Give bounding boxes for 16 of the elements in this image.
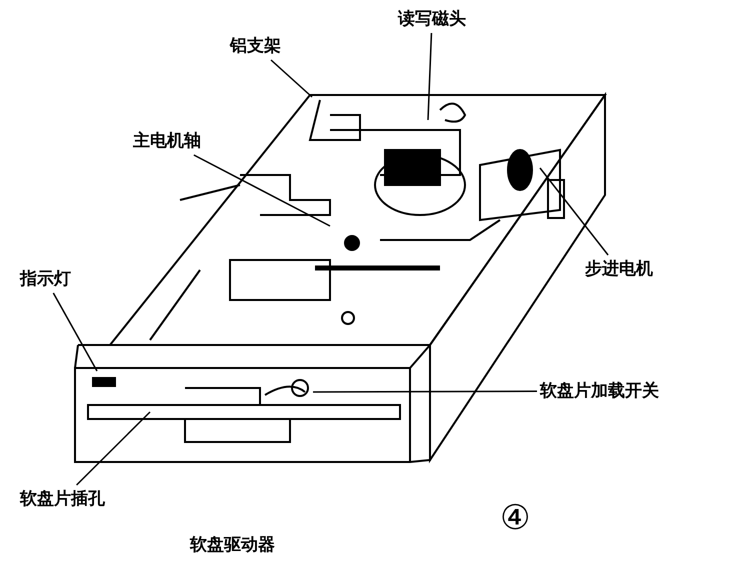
leader-line bbox=[427, 32, 432, 120]
callout-label: 步进电机 bbox=[585, 258, 653, 280]
callout-label: 铝支架 bbox=[230, 35, 281, 57]
leader-line bbox=[539, 168, 609, 256]
callout-label: 读写磁头 bbox=[398, 8, 466, 30]
leader-line bbox=[313, 390, 537, 393]
leader-line bbox=[52, 292, 98, 372]
leader-line bbox=[270, 59, 312, 98]
callout-label: 指示灯 bbox=[20, 268, 71, 290]
leader-line bbox=[76, 411, 151, 486]
callout-label: 主电机轴 bbox=[133, 130, 201, 152]
callout-label: 软盘片加载开关 bbox=[540, 380, 659, 402]
caption: 软盘驱动器 bbox=[190, 534, 275, 556]
leader-line bbox=[194, 154, 330, 227]
callout-label: 软盘片插孔 bbox=[20, 488, 105, 510]
figure-number: ④ bbox=[500, 500, 530, 536]
